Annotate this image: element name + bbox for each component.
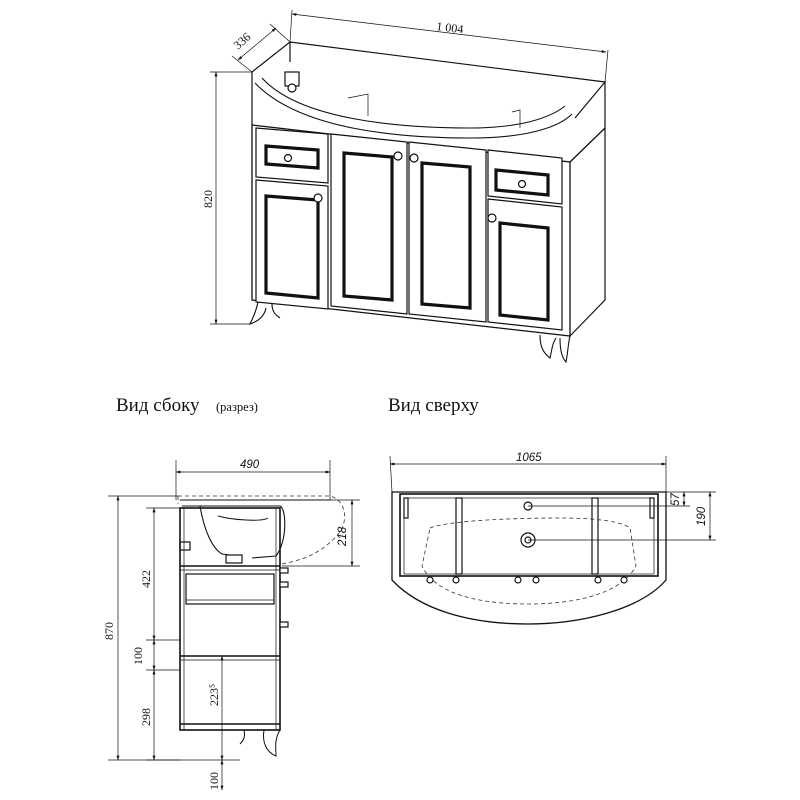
side-view: 490 218 870 422 100 298 223⁵ 100: [102, 459, 360, 791]
dim-side-middle: 100: [131, 647, 145, 665]
dim-side-upper: 422: [139, 570, 153, 588]
dim-iso-width: 1 004: [436, 19, 465, 36]
dim-top-depth-large: 190: [696, 506, 708, 526]
dim-side-depth: 490: [240, 459, 260, 471]
dim-iso-height: 820: [201, 190, 215, 208]
dim-top-depth-small: 57: [670, 493, 682, 506]
dim-side-leg: 100: [207, 772, 221, 790]
dim-iso-depth: 336: [231, 30, 254, 52]
top-view: 1065 57 190: [389, 452, 716, 625]
dim-side-total: 870: [102, 622, 116, 640]
dim-side-shelf: 223⁵: [207, 684, 221, 706]
front-view: 336 1 004 820: [201, 9, 609, 364]
side-view-caption-note: (разрез): [216, 400, 258, 414]
dim-side-lower: 298: [139, 708, 153, 726]
side-view-caption: Вид сбоку: [116, 395, 200, 416]
dim-top-width: 1065: [516, 452, 542, 464]
top-view-caption: Вид сверху: [388, 395, 479, 416]
dim-side-basin: 218: [337, 526, 349, 547]
